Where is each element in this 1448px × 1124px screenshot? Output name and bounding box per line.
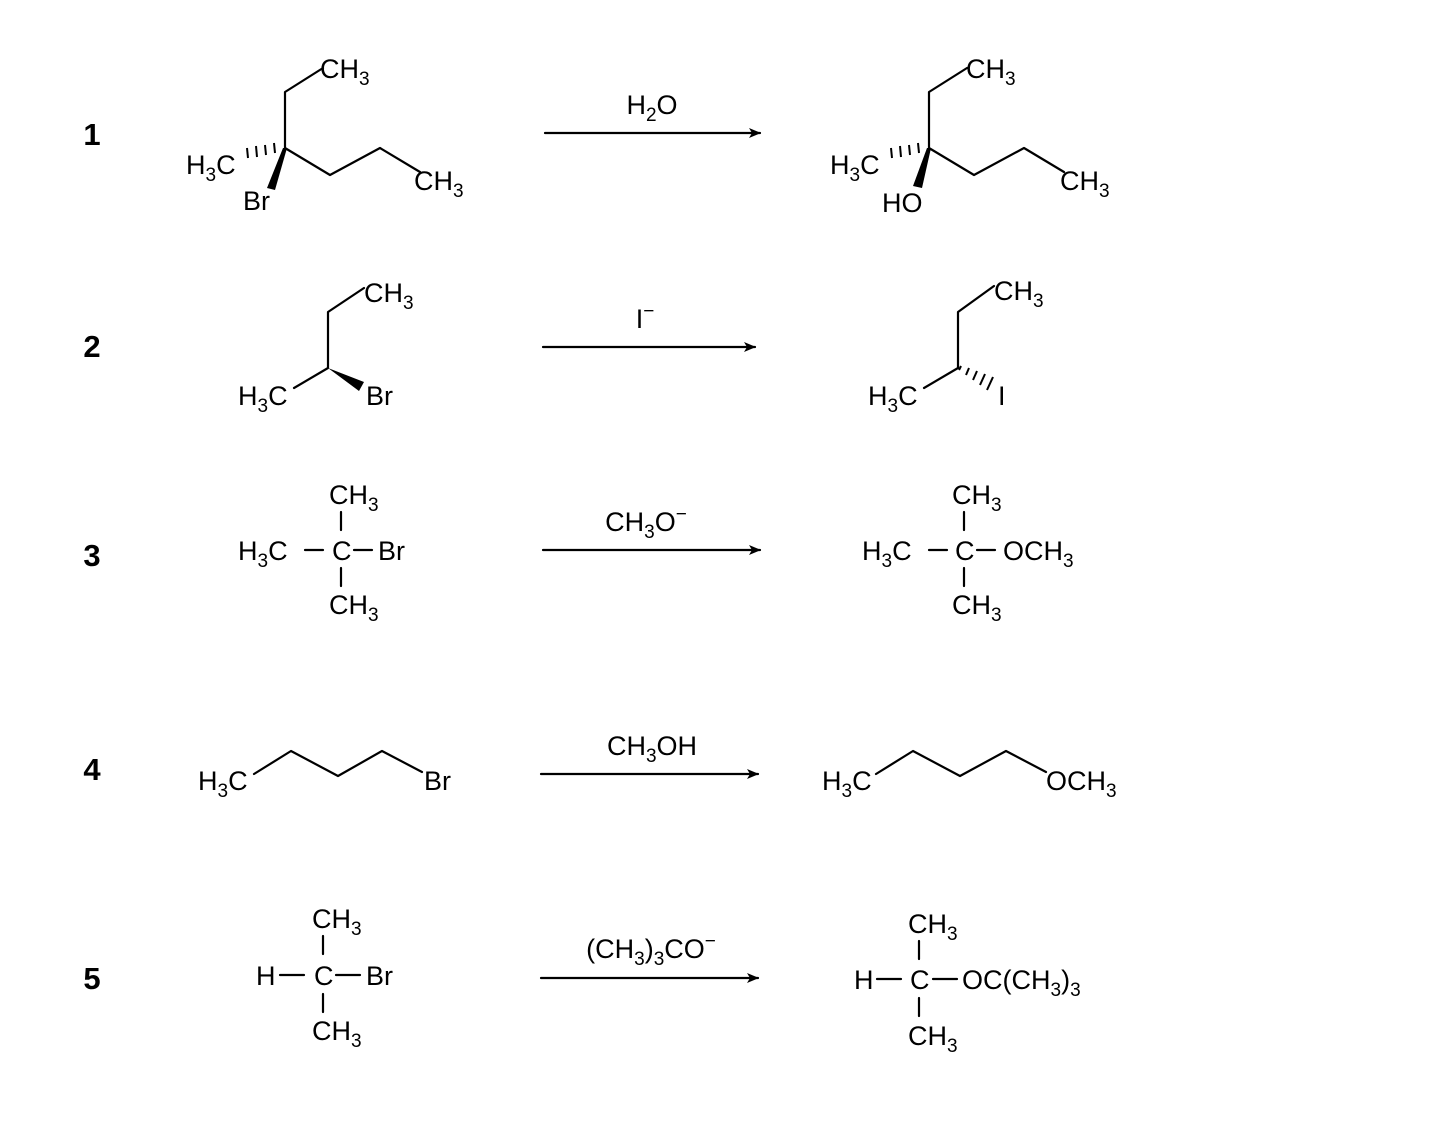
reaction-arrow: (CH3)3CO−: [539, 931, 760, 983]
product-molecule: CH3 H3C HO CH3: [830, 54, 1110, 218]
atom-label: HO: [882, 188, 923, 218]
atom-label: CH3: [414, 166, 464, 202]
atom-label: OC(CH3)3: [962, 965, 1081, 1001]
atom-label: H3C: [198, 766, 248, 802]
atom-label: H3C: [868, 381, 918, 417]
substrate-molecule: CH3 H3C Br: [238, 278, 414, 417]
hash-bond: [246, 142, 276, 159]
atom-label: CH3: [966, 54, 1016, 90]
reagent-label: H2O: [626, 90, 677, 126]
atom-label: CH3: [329, 590, 379, 626]
atom-label: I: [998, 381, 1006, 411]
reagent-label: CH3OH: [607, 731, 697, 767]
atom-label: CH3: [320, 54, 370, 90]
atom-label: H3C: [186, 150, 236, 186]
atom-label: C: [955, 536, 975, 566]
product-molecule: H3C OCH3: [822, 749, 1117, 802]
atom-label: Br: [378, 536, 405, 566]
reaction-3: 3 CH3 H3C C Br CH3 CH3O− CH3 H3C C OCH3 …: [83, 480, 1073, 626]
reaction-number: 2: [83, 329, 100, 364]
atom-label: CH3: [908, 909, 958, 945]
atom-label: H3C: [238, 381, 288, 417]
atom-label: Br: [366, 961, 393, 991]
wedge-bond: [328, 368, 364, 391]
reagent-label: (CH3)3CO−: [586, 931, 716, 970]
bond: [922, 284, 996, 390]
reaction-arrow: CH3OH: [539, 731, 760, 779]
atom-label: C: [910, 965, 930, 995]
reaction-arrow: CH3O−: [541, 504, 762, 555]
atom-label: Br: [243, 186, 270, 216]
atom-label: OCH3: [1046, 766, 1117, 802]
reaction-number: 4: [83, 752, 101, 787]
atom-label: CH3: [312, 1016, 362, 1052]
product-molecule: CH3 H C OC(CH3)3 CH3: [854, 909, 1081, 1057]
bond: [927, 66, 1066, 177]
product-molecule: CH3 H3C C OCH3 CH3: [862, 480, 1074, 626]
atom-label: Br: [366, 381, 393, 411]
atom-label: CH3: [364, 278, 414, 314]
substrate-molecule: CH3 H C Br CH3: [256, 904, 393, 1052]
atom-label: OCH3: [1003, 536, 1074, 572]
wedge-bond: [913, 148, 931, 188]
atom-label: Br: [424, 766, 451, 796]
atom-label: H3C: [830, 150, 880, 186]
reaction-1: 1 CH3 H3C Br CH3 H2O: [83, 54, 1109, 218]
atom-label: CH3: [1060, 166, 1110, 202]
hash-bond: [890, 142, 920, 159]
reaction-5: 5 CH3 H C Br CH3 (CH3)3CO− CH3 H C OC(CH…: [83, 904, 1080, 1057]
atom-label: H3C: [822, 766, 872, 802]
atom-label: CH3: [952, 590, 1002, 626]
substrate-molecule: CH3 H3C C Br CH3: [238, 480, 405, 626]
reaction-4: 4 H3C Br CH3OH H3C OCH3: [83, 731, 1116, 802]
bond: [283, 66, 422, 177]
atom-label: H: [256, 961, 276, 991]
reagent-label: I−: [636, 301, 655, 334]
reaction-number: 5: [83, 961, 100, 996]
atom-label: CH3: [312, 904, 362, 940]
atom-label: C: [332, 536, 352, 566]
reaction-number: 3: [83, 538, 100, 573]
atom-label: CH3: [908, 1021, 958, 1057]
reaction-arrow: I−: [541, 301, 757, 352]
bond: [252, 749, 424, 778]
atom-label: C: [314, 961, 334, 991]
atom-label: CH3: [994, 276, 1044, 312]
reaction-arrow: H2O: [543, 90, 762, 138]
substrate-molecule: H3C Br: [198, 749, 451, 802]
substrate-molecule: CH3 H3C Br CH3: [186, 54, 464, 216]
reaction-number: 1: [83, 117, 100, 152]
atom-label: H3C: [238, 536, 288, 572]
product-molecule: CH3 H3C I: [868, 276, 1044, 417]
atom-label: H3C: [862, 536, 912, 572]
atom-label: CH3: [952, 480, 1002, 516]
bond: [292, 286, 366, 390]
wedge-bond: [267, 148, 287, 190]
hash-bond: [958, 365, 994, 391]
bond: [874, 749, 1048, 778]
atom-label: CH3: [329, 480, 379, 516]
atom-label: H: [854, 965, 874, 995]
reagent-label: CH3O−: [605, 504, 687, 543]
reaction-2: 2 CH3 H3C Br I− CH3 H3C I: [83, 276, 1043, 417]
